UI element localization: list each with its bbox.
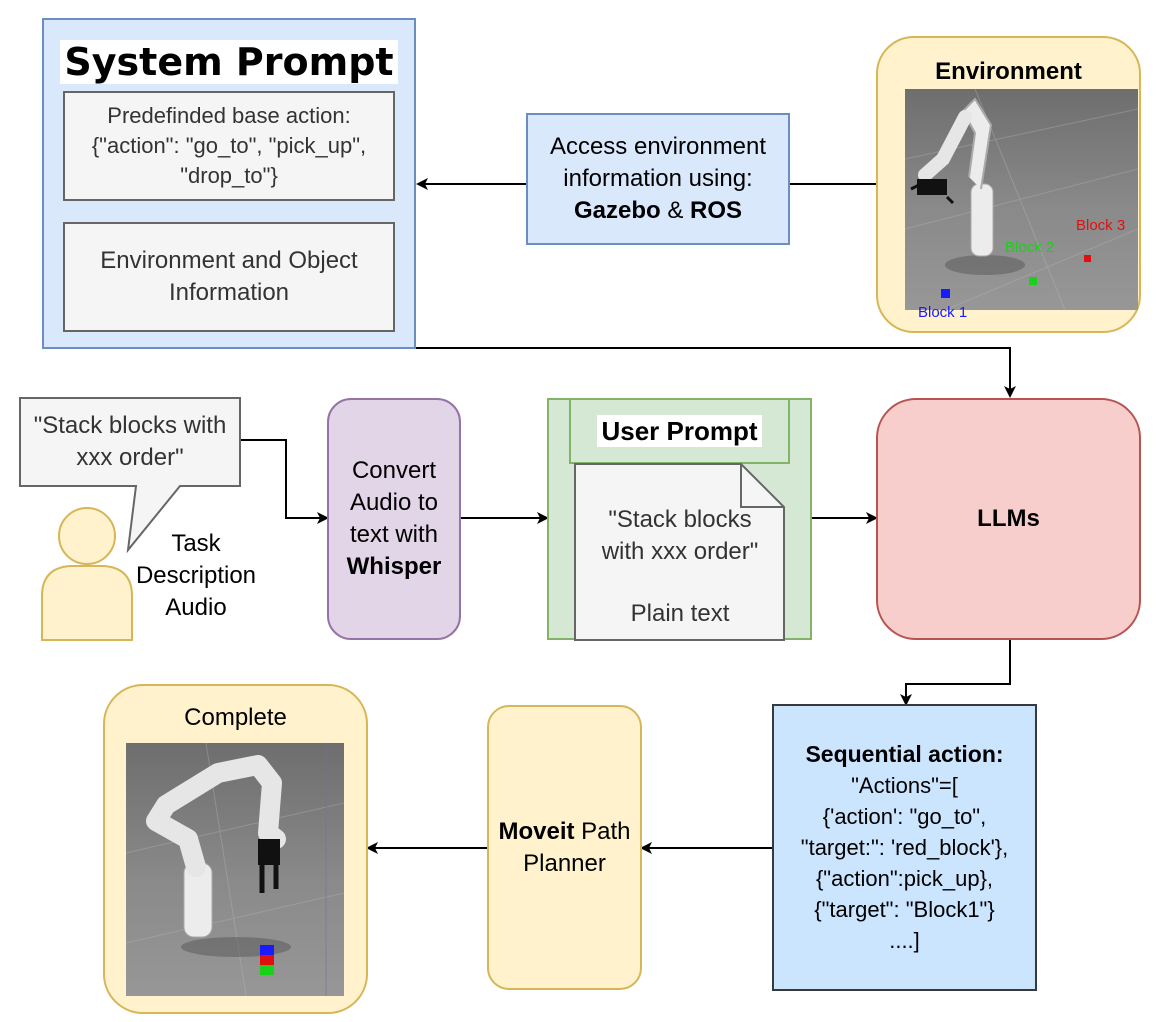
- env-object-info-box: Environment and Object Information: [63, 222, 395, 332]
- user-prompt-header: User Prompt: [569, 398, 790, 464]
- block-2-label: Block 2: [1005, 239, 1055, 256]
- access-env-tools: Gazebo & ROS: [574, 195, 742, 227]
- sequential-line: {'action': "go_to",: [822, 804, 987, 829]
- amp-label: &: [660, 197, 690, 224]
- block-3: [1084, 255, 1091, 262]
- block-1: [941, 289, 950, 298]
- base-action-line: Predefinded base action:: [107, 103, 351, 128]
- sequential-line: ....]: [889, 928, 920, 953]
- whisper-box: Convert Audio to text with Whisper: [327, 398, 461, 640]
- whisper-line: Audio to: [349, 489, 439, 516]
- access-env-line: information using:: [563, 165, 753, 192]
- sequential-line: {"action":pick_up},: [815, 866, 994, 891]
- llms-box: LLMs: [876, 398, 1141, 640]
- moveit-line2: Planner: [523, 849, 606, 877]
- arrow-speech-to-whisper: [240, 439, 329, 524]
- speech-line: xxx order": [76, 444, 184, 471]
- speech-text: "Stack blocks with xxx order": [20, 398, 240, 486]
- doc-line: "Stack blocks: [608, 506, 752, 533]
- speech-line: "Stack blocks with: [33, 412, 227, 439]
- base-action-box: Predefinded base action: {"action": "go_…: [63, 91, 395, 201]
- sequential-title: Sequential action:: [805, 741, 1004, 767]
- sequential-line: {"target": "Block1"}: [814, 897, 995, 922]
- moveit-rest: Path: [574, 817, 631, 845]
- base-action-line: {"action": "go_to", "pick_up",: [91, 133, 367, 158]
- system-prompt-title: System Prompt: [60, 40, 398, 84]
- complete-title: Complete: [184, 704, 287, 731]
- arrow-system-to-llms: [416, 347, 1016, 398]
- task-audio-label: Task Description Audio: [124, 528, 268, 624]
- moveit-bold: Moveit: [498, 817, 575, 845]
- block-1-label: Block 1: [918, 304, 968, 321]
- task-audio-line: Task: [171, 530, 221, 557]
- sequential-line: "target:": 'red_block'},: [800, 835, 1009, 860]
- plain-text-label: Plain text: [630, 600, 730, 627]
- whisper-bold: Whisper: [346, 553, 442, 580]
- complete-scene: [126, 743, 344, 996]
- doc-line: with xxx order": [601, 538, 759, 565]
- environment-title: Environment: [935, 58, 1082, 85]
- access-env-line: Access environment: [549, 133, 767, 160]
- block-2: [1029, 277, 1037, 285]
- user-prompt-title: User Prompt: [597, 415, 762, 447]
- whisper-line: Convert: [351, 457, 437, 484]
- robot-arm-image: [905, 89, 1138, 310]
- user-prompt-doc-text: "Stack blocks with xxx order": [575, 502, 785, 570]
- base-action-line: "drop_to"}: [180, 163, 278, 188]
- stacked-blocks-image: [126, 743, 344, 996]
- sequential-action-box: Sequential action: "Actions"=[ {'action'…: [772, 704, 1037, 991]
- access-env-box: Access environment information using: Ga…: [526, 113, 790, 245]
- task-audio-line: Description: [135, 562, 257, 589]
- environment-scene: Block 2: [905, 89, 1138, 310]
- block-3-label: Block 3: [1076, 217, 1126, 234]
- env-info-line: Information: [168, 279, 290, 306]
- whisper-line: text with: [349, 521, 439, 548]
- sequential-line: "Actions"=[: [851, 773, 958, 798]
- moveit-box: Moveit Path Planner: [487, 705, 642, 990]
- task-audio-line: Audio: [165, 594, 227, 621]
- arrow-llms-to-sequential: [900, 640, 1011, 706]
- env-info-line: Environment and Object: [100, 247, 358, 274]
- gazebo-label: Gazebo: [573, 197, 661, 224]
- ros-label: ROS: [690, 197, 743, 224]
- llms-label: LLMs: [977, 505, 1040, 532]
- moveit-line1: Moveit Path: [498, 816, 630, 848]
